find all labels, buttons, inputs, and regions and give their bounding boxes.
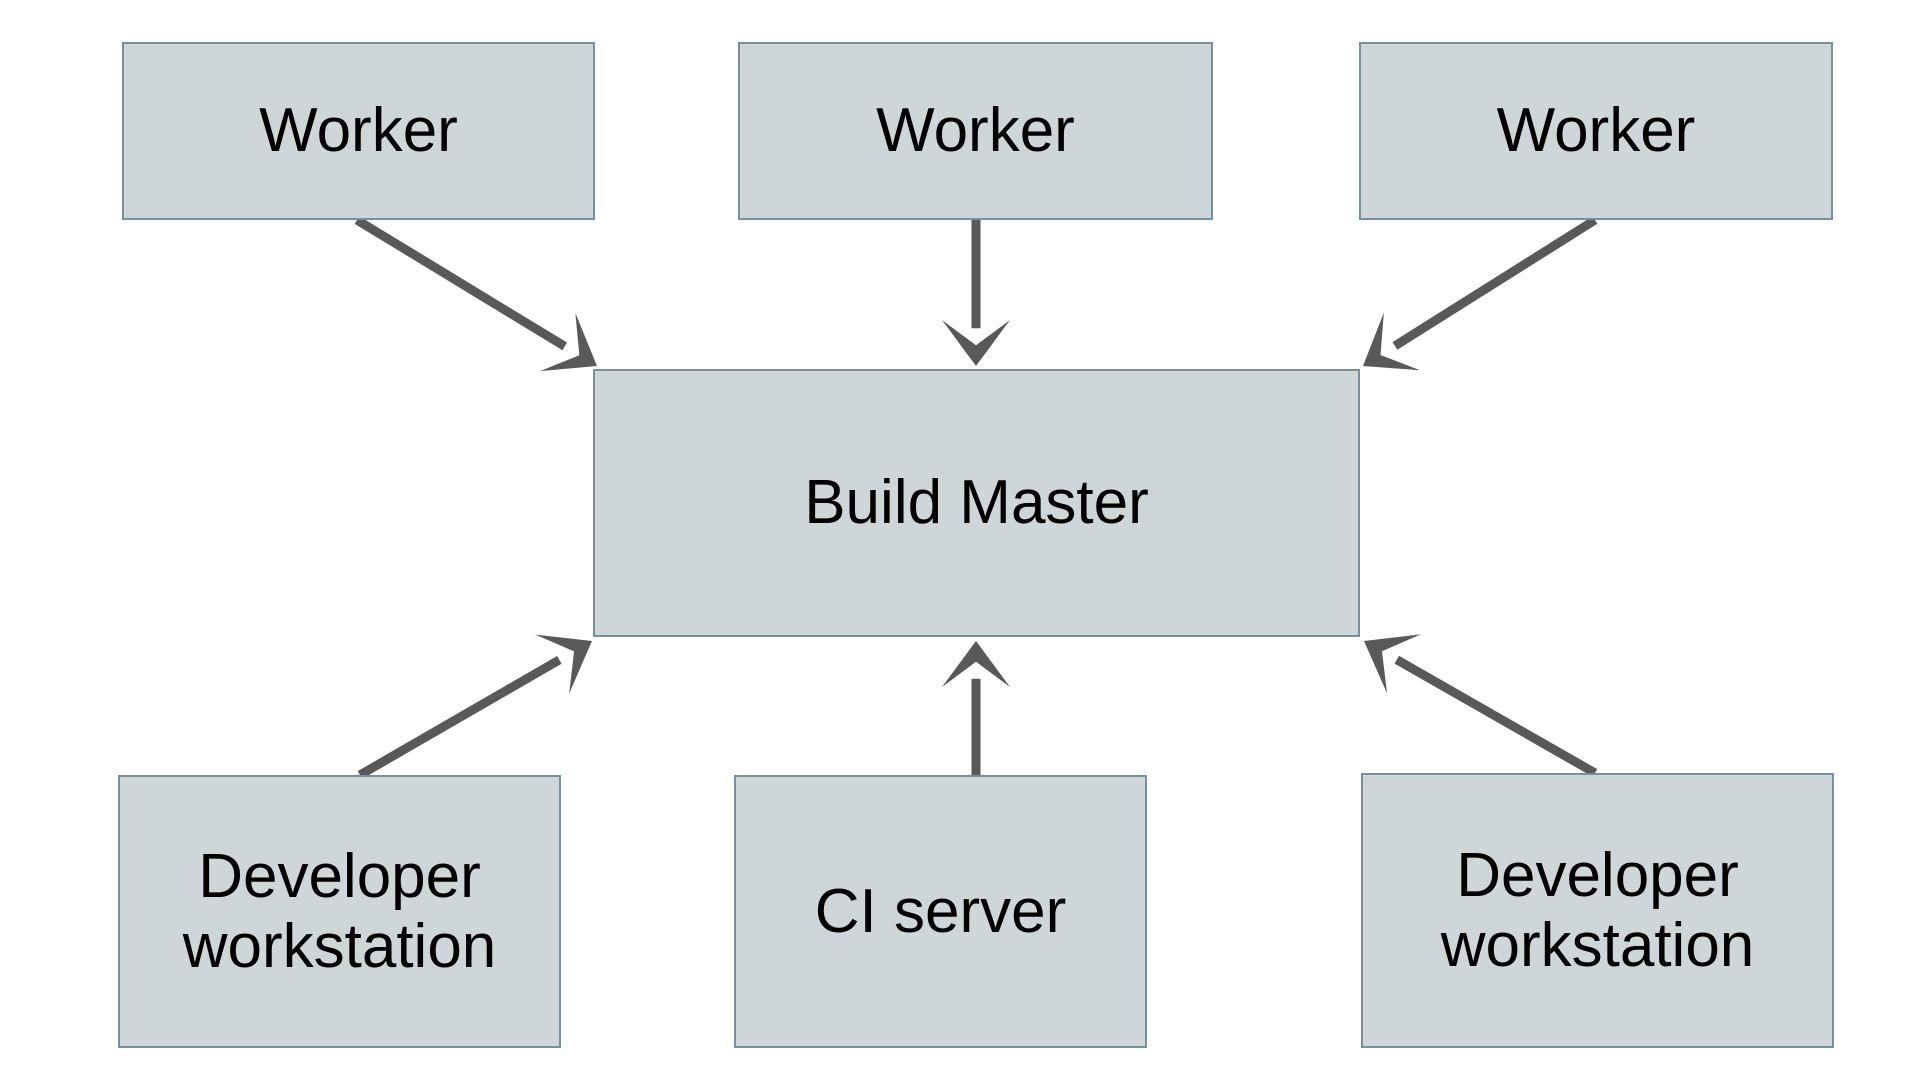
edge-arrowhead-icon — [540, 313, 597, 372]
node-label-build-master: Build Master — [804, 468, 1149, 538]
edge-arrowhead-icon — [1363, 312, 1421, 371]
node-label-worker-right: Worker — [1496, 96, 1696, 166]
node-ci-server[interactable]: CI server — [734, 775, 1147, 1048]
edge-edge-developer-right-to-build-master — [1364, 634, 1598, 777]
edge-edge-ci-server-to-build-master — [942, 641, 1010, 775]
edge-shaft — [1392, 216, 1598, 350]
node-label-ci-server: CI server — [814, 876, 1067, 946]
edge-arrowhead-icon — [535, 634, 592, 694]
node-worker-right[interactable]: Worker — [1359, 42, 1833, 220]
node-label-developer-workstation-left: Developer workstation — [182, 842, 497, 981]
edge-edge-worker-right-to-build-master — [1363, 216, 1598, 371]
edge-arrowhead-icon — [1364, 634, 1421, 694]
node-label-developer-workstation-right: Developer workstation — [1440, 841, 1755, 980]
node-worker-center[interactable]: Worker — [738, 42, 1213, 220]
edge-arrowhead-icon — [942, 641, 1010, 687]
node-worker-left[interactable]: Worker — [122, 42, 595, 220]
edge-edge-worker-center-to-build-master — [942, 220, 1010, 366]
edge-shaft — [1394, 655, 1598, 777]
node-developer-workstation-right[interactable]: Developer workstation — [1361, 773, 1834, 1048]
edge-shaft — [354, 216, 568, 351]
edge-arrowhead-icon — [942, 320, 1010, 366]
node-developer-workstation-left[interactable]: Developer workstation — [118, 775, 561, 1048]
node-label-worker-center: Worker — [876, 96, 1075, 166]
edge-edge-developer-left-to-build-master — [357, 634, 592, 779]
node-label-worker-left: Worker — [259, 96, 458, 166]
node-build-master[interactable]: Build Master — [593, 369, 1360, 637]
edge-shaft — [357, 655, 562, 779]
edge-edge-worker-left-to-build-master — [354, 216, 597, 372]
